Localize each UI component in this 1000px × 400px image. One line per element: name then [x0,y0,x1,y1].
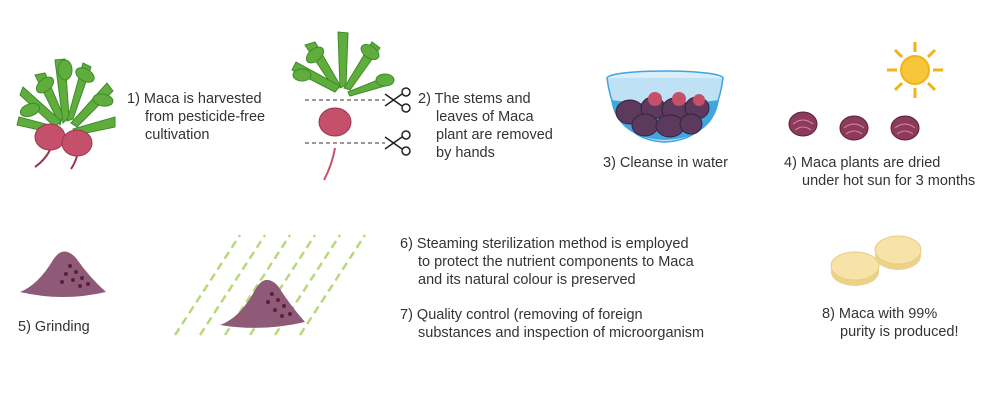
step-7-text: 7) Quality control (removing of foreign … [400,307,705,341]
powder-pile-icon [20,251,106,297]
tablets-icon [830,235,922,286]
maca-cut-icon [291,31,411,181]
water-bowl-icon [606,70,724,143]
maca-plant-icon [16,58,116,170]
scissors-icon-1 [384,87,411,113]
step-8-text: 8) Maca with 99% purity is produced! [822,306,959,340]
scissors-icon-2 [384,130,411,156]
step-3-text: 3) Cleanse in water [603,155,728,171]
steamed-powder-icon [173,234,367,336]
step-4-text: 4) Maca plants are dried under hot sun f… [784,155,976,189]
step-5-text: 5) Grinding [18,319,90,335]
step-6-text: 6) Steaming sterilization method is empl… [400,236,694,288]
sun-drying-icon [788,42,943,141]
sun-icon [887,42,943,98]
step-2-text: 2) The stems and leaves of Maca plant ar… [418,91,553,161]
step-1-text: 1) Maca is harvested from pesticide-free… [127,91,266,143]
